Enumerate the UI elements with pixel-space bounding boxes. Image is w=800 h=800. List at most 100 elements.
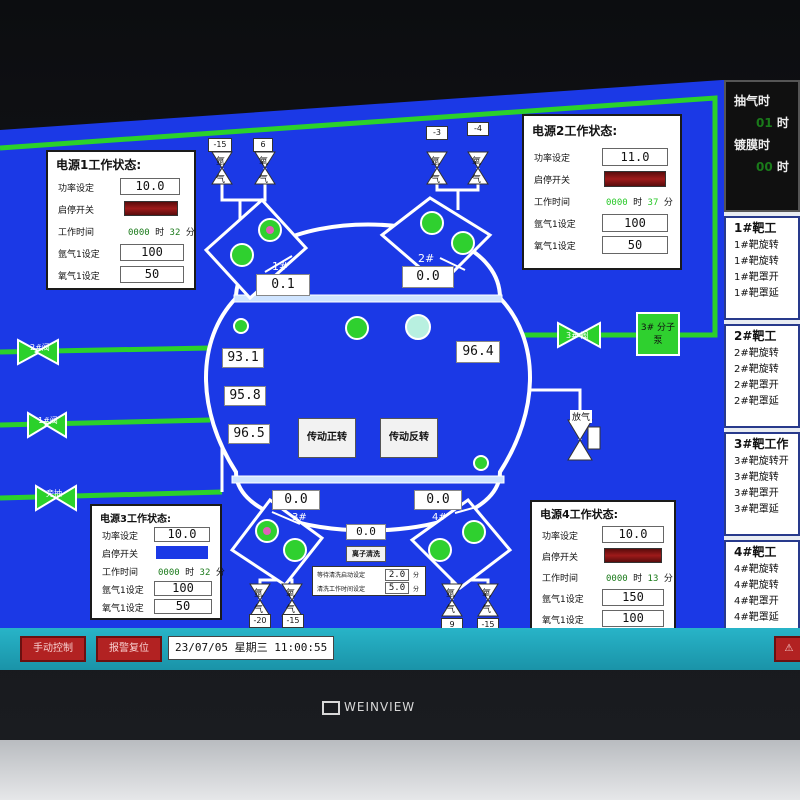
t3-title: 3#靶工作 bbox=[734, 437, 789, 451]
bypass-valve-label: 旁抽 bbox=[46, 489, 62, 498]
psu2-oxygen-value[interactable]: 50 bbox=[602, 236, 668, 254]
psu4-switch[interactable] bbox=[604, 548, 662, 563]
pump-time-unit: 时 bbox=[776, 116, 789, 130]
target2-value[interactable]: 0.0 bbox=[402, 266, 454, 288]
t4-line-3: 4#靶罩开 bbox=[734, 596, 779, 607]
psu4-argon-value[interactable]: 150 bbox=[602, 589, 664, 606]
clean-start-value[interactable]: 2.0 bbox=[385, 569, 409, 581]
psu1-oxygen-value[interactable]: 50 bbox=[120, 266, 184, 283]
process-diagram bbox=[0, 95, 718, 617]
psu1-time-hours: 0000 bbox=[128, 228, 150, 238]
forward-rotation-button[interactable]: 传动正转 bbox=[298, 418, 356, 458]
psu3-switch[interactable] bbox=[156, 546, 208, 559]
psu1-time-minutes: 32 bbox=[169, 228, 181, 238]
psu3-time-label: 工作时间 bbox=[102, 568, 139, 578]
psu2-time-m-unit: 分 bbox=[663, 198, 673, 208]
shutters bbox=[264, 255, 481, 525]
valve-3-label: 3# 阀 bbox=[566, 331, 589, 340]
reverse-rotation-button[interactable]: 传动反转 bbox=[380, 418, 438, 458]
psu2-time-minutes: 37 bbox=[647, 198, 659, 208]
psu2-oxygen-label: 氧气1设定 bbox=[534, 242, 576, 252]
clean-start-unit: 分 bbox=[413, 572, 420, 579]
psu1-switch[interactable] bbox=[124, 201, 178, 216]
valve-tr2-gas-char: 气 bbox=[472, 175, 482, 185]
clean-settings-panel: 等待清洗启动设定 2.0 分 清洗工作时间设定 5.0 分 bbox=[312, 566, 426, 596]
psu4-title: 电源4工作状态: bbox=[540, 508, 619, 521]
valve-tl1-gas-char: 气 bbox=[216, 175, 226, 185]
psu1-panel: 电源1工作状态: 功率设定 10.0 启停开关 工作时间 0000 时 32 分… bbox=[46, 150, 196, 290]
pump-time-value: 01 bbox=[756, 116, 773, 130]
target4-value[interactable]: 0.0 bbox=[414, 490, 462, 510]
valve-3 bbox=[557, 321, 601, 349]
psu2-argon-label: 氩气1设定 bbox=[534, 220, 576, 230]
psu3-argon-value[interactable]: 100 bbox=[154, 581, 212, 596]
target1-value[interactable]: 0.1 bbox=[256, 274, 310, 296]
psu3-oxygen-value[interactable]: 50 bbox=[154, 599, 212, 614]
psu3-time-m-unit: 分 bbox=[215, 568, 225, 578]
valve-bl2-gas: 氧 bbox=[286, 589, 296, 599]
psu3-time-hours: 0000 bbox=[158, 568, 180, 578]
molecular-pump-3[interactable]: 3# 分子泵 bbox=[636, 312, 680, 356]
psu4-panel: 电源4工作状态: 功率设定 10.0 启停开关 工作时间 0000 时 13 分… bbox=[530, 500, 676, 634]
left-reading-1[interactable]: 93.1 bbox=[222, 348, 264, 368]
psu4-time-m-unit: 分 bbox=[663, 574, 673, 584]
psu4-oxygen-value[interactable]: 100 bbox=[602, 610, 664, 627]
valve-tr1-number: -3 bbox=[426, 126, 448, 140]
t1-line-1: 1#靶旋转 bbox=[734, 240, 779, 251]
psu4-power-label: 功率设定 bbox=[542, 532, 579, 542]
psu2-time-h-unit: 时 bbox=[633, 198, 643, 208]
target2-status-box: 2#靶工 2#靶旋转 2#靶旋转 2#靶罩开 2#靶罩延 bbox=[724, 324, 800, 428]
valve-bl2-number: -15 bbox=[282, 614, 304, 628]
target4-status-box: 4#靶工 4#靶旋转 4#靶旋转 4#靶罩开 4#靶罩延 bbox=[724, 540, 800, 640]
psu2-time-label: 工作时间 bbox=[534, 198, 571, 208]
left-reading-3[interactable]: 96.5 bbox=[228, 424, 270, 444]
brand-name: WEINVIEW bbox=[344, 700, 416, 714]
psu1-argon-label: 氩气1设定 bbox=[58, 250, 100, 260]
psu4-power-value[interactable]: 10.0 bbox=[602, 526, 664, 543]
alarm-reset-button[interactable]: 报警复位 bbox=[96, 636, 162, 662]
clean-time-value[interactable]: 5.0 bbox=[385, 582, 409, 594]
valve-tr2-gas: 氧 bbox=[472, 157, 482, 167]
target3-value[interactable]: 0.0 bbox=[272, 490, 320, 510]
alarm-indicator[interactable]: ⚠ bbox=[774, 636, 800, 662]
valve-br1-gas-char: 气 bbox=[446, 605, 456, 615]
valve-tl2-gas-char: 气 bbox=[259, 175, 269, 185]
psu2-argon-value[interactable]: 100 bbox=[602, 214, 668, 232]
t4-line-4: 4#靶罩延 bbox=[734, 612, 779, 623]
psu3-time-minutes: 32 bbox=[199, 568, 211, 578]
t4-line-2: 4#靶旋转 bbox=[734, 580, 779, 591]
clean-time-unit: 分 bbox=[413, 586, 420, 593]
t4-title: 4#靶工 bbox=[734, 545, 777, 559]
left-valve-1-label: 1#阀 bbox=[38, 416, 58, 425]
t3-line-3: 3#靶罩开 bbox=[734, 488, 779, 499]
t1-line-3: 1#靶罩开 bbox=[734, 272, 779, 283]
ion-clean-button[interactable]: 离子清洗 bbox=[346, 546, 386, 562]
ion-clean-value[interactable]: 0.0 bbox=[346, 524, 386, 540]
t2-line-4: 2#靶罩延 bbox=[734, 396, 779, 407]
left-valves bbox=[17, 338, 77, 512]
psu4-argon-label: 氩气1设定 bbox=[542, 595, 584, 605]
datetime-display: 23/07/05 星期三 11:00:55 bbox=[168, 636, 335, 660]
psu3-power-value[interactable]: 10.0 bbox=[154, 527, 210, 542]
valve-bl1-number: -20 bbox=[249, 614, 271, 628]
right-reading[interactable]: 96.4 bbox=[456, 341, 500, 363]
clean-start-label: 等待清洗启动设定 bbox=[317, 572, 366, 579]
timer-box: 抽气时 01 时 镀膜时 00 时 bbox=[724, 80, 800, 212]
psu3-oxygen-label: 氧气1设定 bbox=[102, 604, 144, 614]
brand-logo: WEINVIEW bbox=[322, 700, 415, 715]
psu3-time-h-unit: 时 bbox=[185, 568, 195, 578]
manual-control-button[interactable]: 手动控制 bbox=[20, 636, 86, 662]
target3-status-box: 3#靶工作 3#靶旋转开 3#靶旋转 3#靶罩开 3#靶罩延 bbox=[724, 432, 800, 536]
valve-br2-gas: 氧 bbox=[482, 589, 492, 599]
psu1-power-value[interactable]: 10.0 bbox=[120, 178, 180, 195]
valve-tl2-gas: 氧 bbox=[259, 157, 269, 167]
psu4-switch-label: 启停开关 bbox=[542, 553, 579, 563]
coat-time-label: 镀膜时 bbox=[734, 138, 771, 152]
psu2-switch[interactable] bbox=[604, 171, 666, 187]
left-reading-2[interactable]: 95.8 bbox=[224, 386, 266, 406]
vent-valve-label: 放气 bbox=[570, 410, 592, 423]
psu2-power-value[interactable]: 11.0 bbox=[602, 148, 668, 166]
t3-line-2: 3#靶旋转 bbox=[734, 472, 779, 483]
psu4-time-label: 工作时间 bbox=[542, 574, 579, 584]
psu1-argon-value[interactable]: 100 bbox=[120, 244, 184, 261]
